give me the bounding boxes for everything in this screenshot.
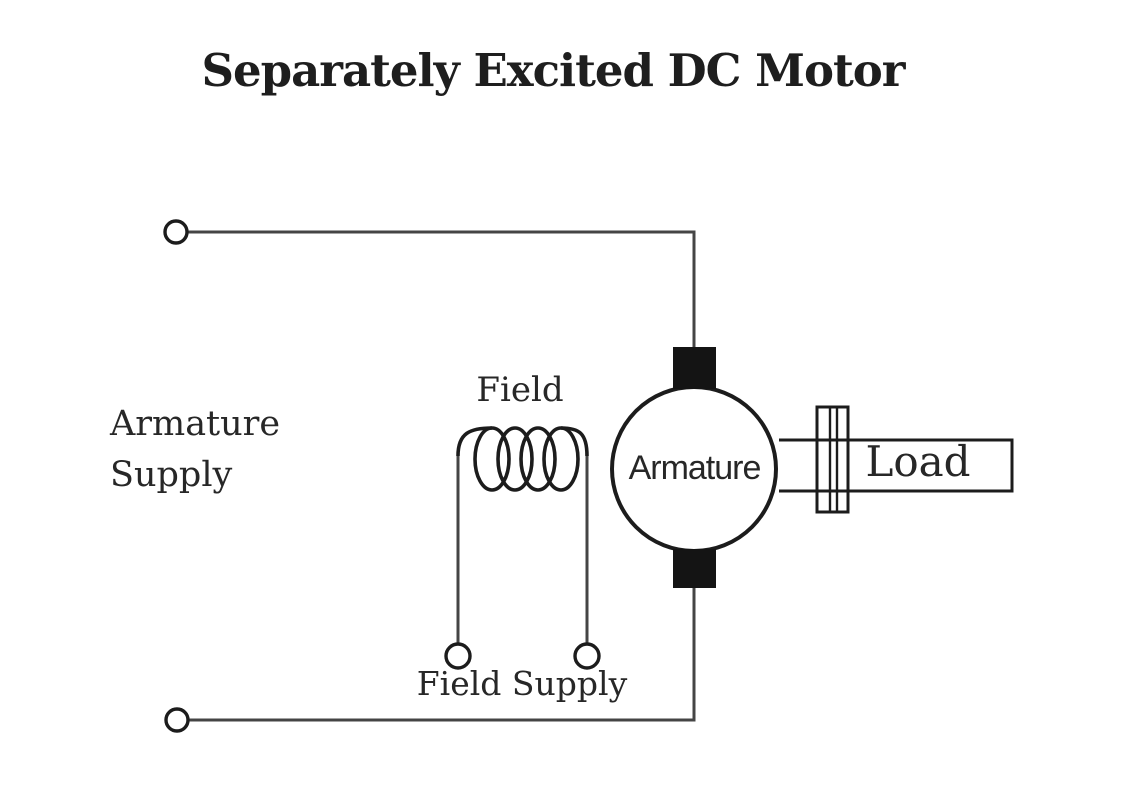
field-label: Field — [476, 370, 564, 410]
field-coil-loop-1 — [473, 426, 511, 492]
field-coil-loop-3 — [519, 426, 557, 492]
field-supply-left-terminal — [444, 642, 472, 670]
field-coil-symbol — [456, 426, 589, 492]
field-coil-right-hook — [560, 426, 589, 457]
page-title: Separately Excited DC Motor — [201, 44, 906, 97]
shaft-load-outline — [779, 438, 1014, 493]
top-brush — [673, 347, 716, 389]
armature-supply-bottom-terminal — [164, 707, 190, 733]
armature-label: Armature — [628, 449, 762, 487]
bottom-brush — [673, 549, 716, 588]
field-coil-loop-2 — [496, 426, 534, 492]
field-coil-loop-4 — [542, 426, 580, 492]
armature-supply-top-terminal — [163, 219, 189, 245]
field-supply-label: Field Supply — [416, 664, 628, 703]
field-supply-right-terminal — [573, 642, 601, 670]
armature-supply-top-wire — [187, 230, 696, 349]
load-label: Load — [865, 437, 971, 486]
armature-supply-bottom-wire — [188, 587, 696, 722]
coupling-outer-rect — [815, 405, 850, 514]
shaft-coupling — [815, 405, 850, 514]
armature-supply-label: Armature Supply — [110, 404, 281, 496]
